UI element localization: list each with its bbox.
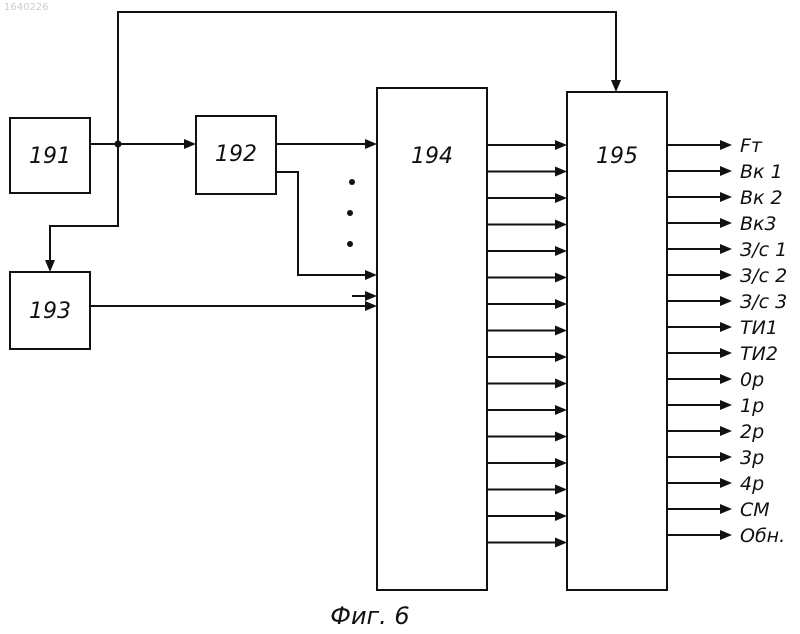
- bus-arrow: [555, 220, 567, 230]
- bus-arrow: [555, 432, 567, 442]
- output-arrow: [720, 452, 732, 462]
- output-arrow: [720, 426, 732, 436]
- output-label: Вк 1: [740, 161, 783, 183]
- output-arrow: [720, 348, 732, 358]
- bus-arrow: [555, 538, 567, 548]
- output-arrow: [720, 166, 732, 176]
- bus-arrow: [555, 485, 567, 495]
- ellipsis-dot: [347, 241, 353, 247]
- output-label: 3р: [740, 447, 764, 469]
- arrow-192-194-a: [365, 139, 377, 149]
- arrow-to-193: [45, 260, 55, 272]
- output-arrow: [720, 374, 732, 384]
- output-label: ТИ1: [740, 317, 778, 339]
- bus-arrow: [555, 352, 567, 362]
- wire-192-194-b: [276, 172, 367, 275]
- output-arrow: [720, 296, 732, 306]
- arrow-to-192: [184, 139, 196, 149]
- arrow-192-194-b: [365, 270, 377, 280]
- bus-arrow: [555, 458, 567, 468]
- arrow-to-195-top: [611, 80, 621, 92]
- bus-arrow: [555, 326, 567, 336]
- outputs-195: Fт Вк 1 Вк 2 Вк3З/с 1 З/с 2 З/с 3 ТИ1ТИ2 0р 1р 2р…: [667, 135, 787, 547]
- output-arrow: [720, 218, 732, 228]
- output-arrow: [720, 322, 732, 332]
- output-label: 4р: [740, 473, 764, 495]
- output-label: З/с 3: [740, 291, 787, 313]
- output-arrow: [720, 478, 732, 488]
- bus-arrow: [555, 167, 567, 177]
- output-label: Обн.: [740, 525, 785, 547]
- output-label: Вк 2: [740, 187, 783, 209]
- output-label: З/с 1: [740, 239, 787, 261]
- block-193-label: 193: [29, 299, 71, 324]
- output-label: Вк3: [740, 213, 777, 235]
- bus-arrow: [555, 379, 567, 389]
- ellipsis-dot: [347, 210, 353, 216]
- output-label: Fт: [740, 135, 763, 157]
- output-arrow: [720, 244, 732, 254]
- bus-arrow: [555, 405, 567, 415]
- bus-arrow: [555, 246, 567, 256]
- ellipsis-dot: [349, 179, 355, 185]
- output-label: 1р: [740, 395, 764, 417]
- watermark: 1640226: [4, 2, 49, 13]
- block-195-label: 195: [596, 144, 638, 169]
- block-191-label: 191: [29, 144, 71, 169]
- output-arrow: [720, 192, 732, 202]
- output-arrow: [720, 140, 732, 150]
- bus-arrow: [555, 511, 567, 521]
- output-label: 0р: [740, 369, 764, 391]
- bus-arrow: [555, 193, 567, 203]
- block-194-label: 194: [411, 144, 453, 169]
- bus-arrow: [555, 299, 567, 309]
- output-arrow: [720, 530, 732, 540]
- bus-194-195: [487, 140, 567, 548]
- wire-top-feedback: [118, 12, 616, 144]
- output-label: 2р: [740, 421, 764, 443]
- bus-arrow: [555, 273, 567, 283]
- output-arrow: [720, 400, 732, 410]
- arrow-input-194: [365, 291, 377, 301]
- bus-arrow: [555, 140, 567, 150]
- block-192-label: 192: [215, 142, 257, 167]
- output-arrow: [720, 504, 732, 514]
- output-label: ТИ2: [740, 343, 778, 365]
- output-arrow: [720, 270, 732, 280]
- figure-caption: Фиг. 6: [330, 602, 409, 630]
- arrow-193-194: [365, 301, 377, 311]
- output-label: З/с 2: [740, 265, 787, 287]
- output-label: СМ: [740, 499, 770, 521]
